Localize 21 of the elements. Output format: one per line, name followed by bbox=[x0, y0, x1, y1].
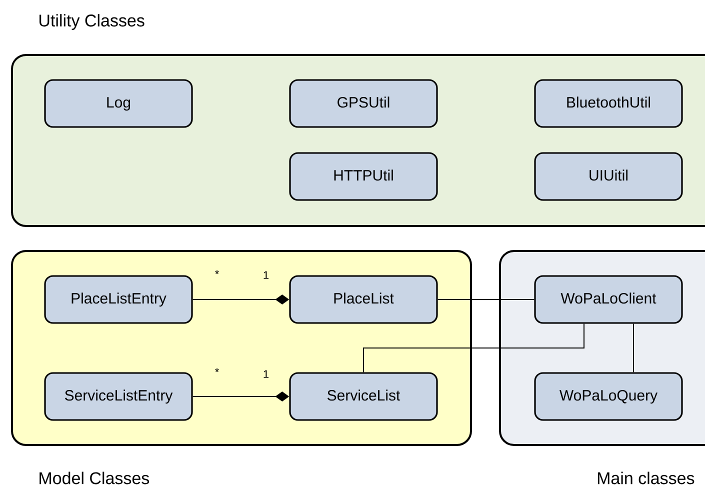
connector bbox=[437, 299, 535, 300]
multiplicity: 1 bbox=[264, 370, 269, 378]
class-box: BluetoothUtil bbox=[534, 79, 683, 128]
class-box: ServiceListEntry bbox=[44, 372, 193, 421]
multiplicity: * bbox=[215, 368, 219, 372]
multiplicity: * bbox=[215, 270, 219, 274]
class-box: GPSUtil bbox=[289, 79, 438, 128]
class-box: HTTPUtil bbox=[289, 152, 438, 201]
class-box: UIUitil bbox=[534, 152, 683, 201]
connector bbox=[633, 323, 634, 373]
class-box: Log bbox=[44, 79, 193, 128]
multiplicity: 1 bbox=[264, 271, 269, 279]
class-box: PlaceListEntry bbox=[44, 275, 193, 324]
node-label: Model Classes bbox=[40, 472, 150, 484]
node-label: Main classes bbox=[598, 472, 694, 484]
class-box: ServiceList bbox=[289, 372, 438, 421]
class-box: WoPaLoClient bbox=[534, 275, 683, 324]
node-label: Utility Classes bbox=[40, 14, 144, 30]
connector bbox=[363, 323, 584, 373]
class-box: WoPaLoQuery bbox=[534, 372, 683, 421]
class-box: PlaceList bbox=[289, 275, 438, 324]
